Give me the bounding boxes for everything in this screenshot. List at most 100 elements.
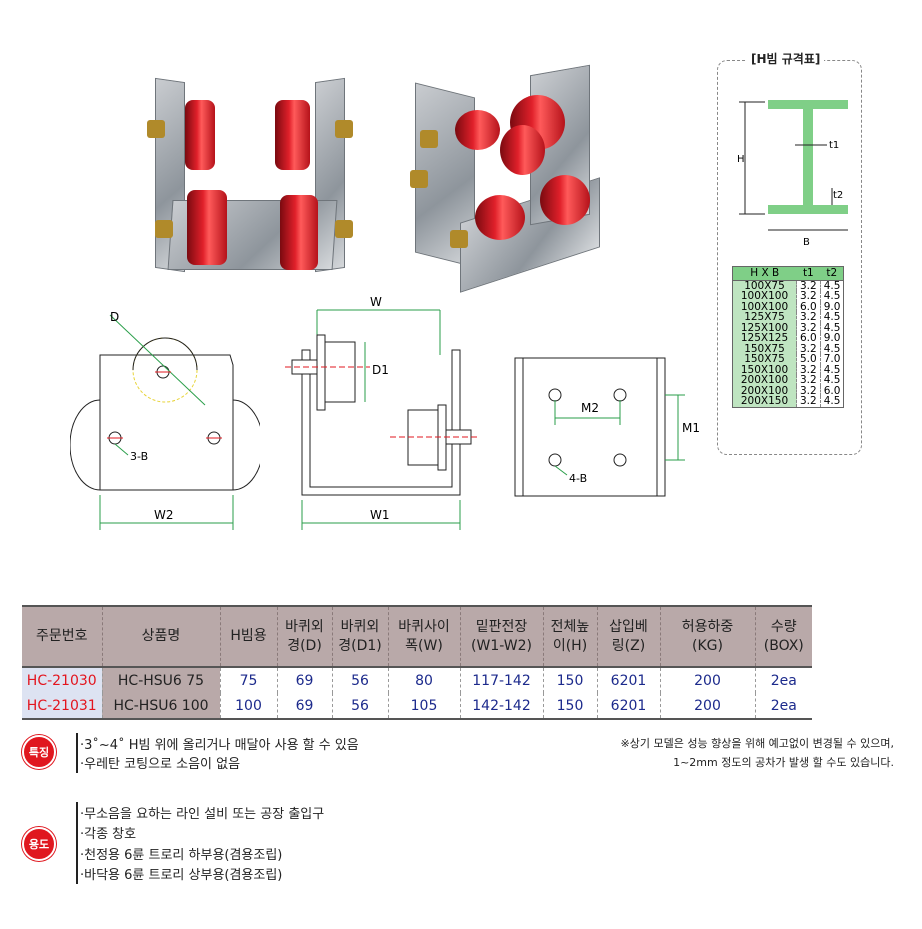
spec-value: 6201 [596, 693, 660, 719]
spec-header-text: 경(D1) [338, 637, 382, 654]
spec-value: 2ea [754, 667, 812, 693]
cell-t2: 4.5 [819, 396, 844, 407]
cell-hxb: 100X100 [732, 301, 797, 312]
cell-t1: 5.0 [796, 354, 821, 365]
spec-header-text: 이(H) [552, 637, 588, 654]
hbeam-label-b: B [803, 237, 810, 248]
cell-t1: 3.2 [796, 291, 821, 302]
cell-t1: 3.2 [796, 385, 821, 396]
product-photo-front [145, 70, 355, 280]
spec-header-text: 바퀴사이 [398, 618, 450, 635]
label-4b: 4-B [569, 472, 587, 485]
spec-header: 주문번호 [22, 606, 102, 668]
cell-t2: 4.5 [819, 375, 844, 386]
spec-value: 142-142 [459, 693, 543, 719]
hbeam-label-t2: t2 [833, 190, 843, 201]
cell-hxb: 125X125 [732, 333, 797, 344]
col-t2: t2 [820, 266, 844, 281]
col-hxb: H X B [732, 266, 797, 281]
spec-value: 150 [542, 667, 597, 693]
cell-t1: 3.2 [796, 280, 821, 291]
usage-bracket [76, 802, 80, 884]
usage-line: ·천정용 6륜 트로리 하부용(겸용조립) [80, 848, 283, 863]
label-d: D [110, 310, 119, 324]
product-name: HC-HSU6 75 [101, 667, 220, 693]
spec-value: 56 [331, 693, 388, 719]
features-bracket [76, 733, 80, 773]
feature-line: ·우레탄 코팅으로 소음이 없음 [80, 757, 241, 772]
spec-value: 6201 [596, 667, 660, 693]
product-photo-angled [400, 64, 610, 293]
cell-t2: 4.5 [819, 343, 844, 354]
hbeam-label-h: H [737, 154, 745, 165]
cell-t2: 4.5 [819, 322, 844, 333]
cell-t1: 3.2 [796, 364, 821, 375]
spec-header: H빔용 [219, 606, 277, 668]
spec-header-text: 삽입베 [609, 618, 648, 635]
feature-line: ·3˚~4˚ H빔 위에 올리거나 매달아 사용 할 수 있음 [80, 738, 359, 753]
usage-line: ·바닥용 6륜 트로리 상부용(겸용조립) [80, 868, 283, 883]
cell-hxb: 150X75 [732, 354, 797, 365]
cell-t2: 9.0 [819, 333, 844, 344]
cell-hxb: 125X100 [732, 322, 797, 333]
cell-t1: 3.2 [796, 343, 821, 354]
cell-t2: 4.5 [819, 291, 844, 302]
spec-header-text: 주문번호 [35, 628, 88, 644]
spec-header-text: 밑판전장 [475, 618, 528, 635]
cell-t2: 9.0 [819, 301, 844, 312]
features-badge: 특징 [22, 735, 56, 769]
spec-value: 100 [219, 693, 277, 719]
cell-t2: 4.5 [819, 280, 844, 291]
spec-value: 56 [331, 667, 388, 693]
spec-value: 150 [542, 693, 597, 719]
spec-header: 수량 (BOX) [754, 606, 812, 668]
usage-line: ·각종 창호 [80, 827, 137, 842]
hbeam-spec-title: [H빔 규격표] [747, 50, 825, 67]
spec-header-text: (W1-W2) [471, 637, 532, 654]
hbeam-label-t1: t1 [829, 140, 839, 151]
spec-header-text: 수량 [770, 618, 797, 635]
spec-value: 69 [276, 667, 332, 693]
usage-badge: 용도 [22, 827, 56, 861]
spec-header-text: 바퀴외 [340, 618, 380, 635]
notice-line: 1~2mm 정도의 공차가 발생 할 수도 있습니다. [673, 756, 894, 769]
product-name: HC-HSU6 100 [101, 693, 220, 719]
spec-header-text: 바퀴외 [285, 618, 324, 635]
notice-line: ※상기 모델은 성능 향상을 위해 예고없이 변경될 수 있으며, [620, 737, 894, 750]
cell-t1: 3.2 [796, 396, 821, 407]
cell-t1: 3.2 [796, 322, 821, 333]
spec-value: 200 [659, 693, 755, 719]
cell-t2: 4.5 [819, 364, 844, 375]
cell-hxb: 100X75 [732, 280, 797, 291]
cell-t1: 6.0 [796, 301, 821, 312]
spec-header-text: (KG) [692, 637, 723, 654]
order-code: HC-21030 [22, 667, 102, 693]
usage-line: ·무소음을 요하는 라인 설비 또는 공장 출입구 [80, 807, 325, 822]
label-w: W [370, 295, 382, 309]
spec-header-text: 폭(W) [405, 637, 443, 654]
hbeam-diagram: H B t1 t2 [737, 100, 848, 248]
front-view-drawing: D 3-B W2 [70, 310, 260, 530]
order-code: HC-21031 [22, 693, 102, 719]
cell-hxb: 100X100 [732, 291, 797, 302]
spec-header-text: (BOX) [763, 637, 804, 654]
label-3b: 3-B [130, 450, 148, 463]
cell-t1: 3.2 [796, 312, 821, 323]
spec-value: 117-142 [459, 667, 543, 693]
spec-value: 80 [387, 667, 460, 693]
